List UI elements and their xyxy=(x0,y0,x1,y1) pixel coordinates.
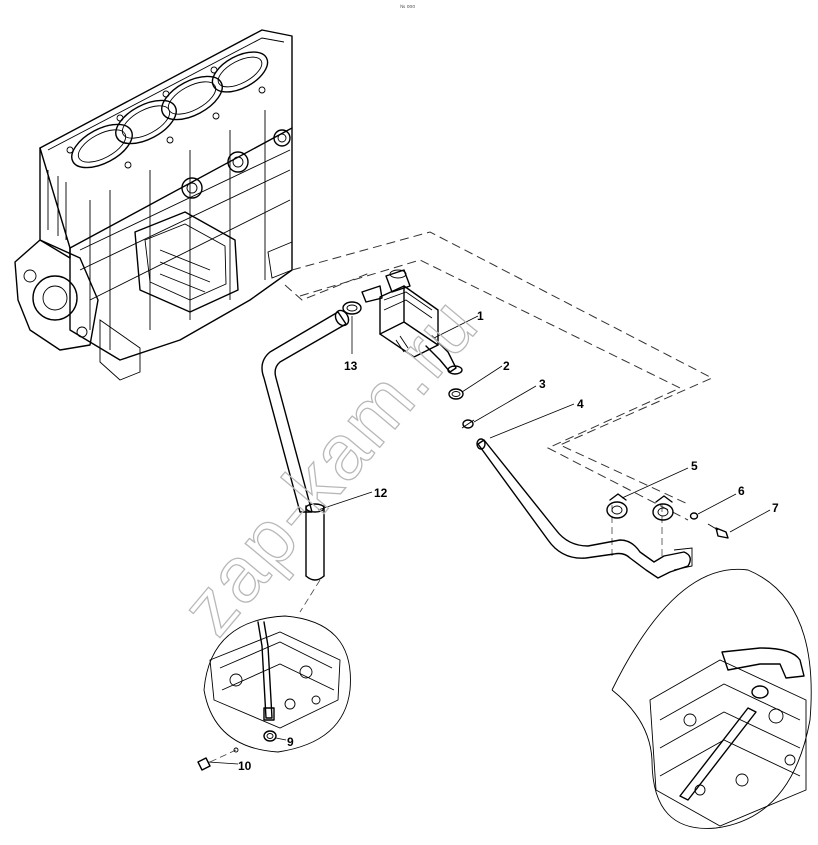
callout-12: 12 xyxy=(374,486,388,500)
watermark-text: zap-kam.ru xyxy=(164,280,495,651)
callout-1: 1 xyxy=(477,309,484,323)
engine-block xyxy=(14,29,293,381)
bolt-10-part xyxy=(197,747,239,771)
callout-4: 4 xyxy=(577,397,584,411)
callout-13: 13 xyxy=(344,359,358,373)
o-ring-2-part xyxy=(448,388,464,400)
callout-7: 7 xyxy=(772,501,779,515)
callout-3: 3 xyxy=(539,377,546,391)
detail-view-right xyxy=(611,568,812,829)
callout-6: 6 xyxy=(738,484,745,498)
callout-10: 10 xyxy=(238,759,252,773)
oil-cooler-part xyxy=(361,269,463,375)
o-ring-13-part xyxy=(342,301,362,315)
clamp-5-right-part xyxy=(652,495,674,521)
header-small-mark: № ооо xyxy=(400,4,415,10)
fitting-9-part xyxy=(263,730,277,742)
routing-dashed-lines xyxy=(284,231,714,613)
seal-3-part xyxy=(461,419,475,429)
leader-lines xyxy=(207,315,771,765)
clamp-5-left-part xyxy=(606,493,628,519)
callout-9: 9 xyxy=(287,735,294,749)
callout-5: 5 xyxy=(691,459,698,473)
bolt-7-part xyxy=(707,523,729,539)
callout-2: 2 xyxy=(503,359,510,373)
pipe-12-part xyxy=(261,309,350,581)
detail-view-left xyxy=(203,615,351,753)
callout-numbers: 1 2 3 4 5 6 7 9 10 12 13 xyxy=(238,309,779,773)
pipe-4-part xyxy=(476,438,693,579)
washer-6-part xyxy=(689,512,699,520)
